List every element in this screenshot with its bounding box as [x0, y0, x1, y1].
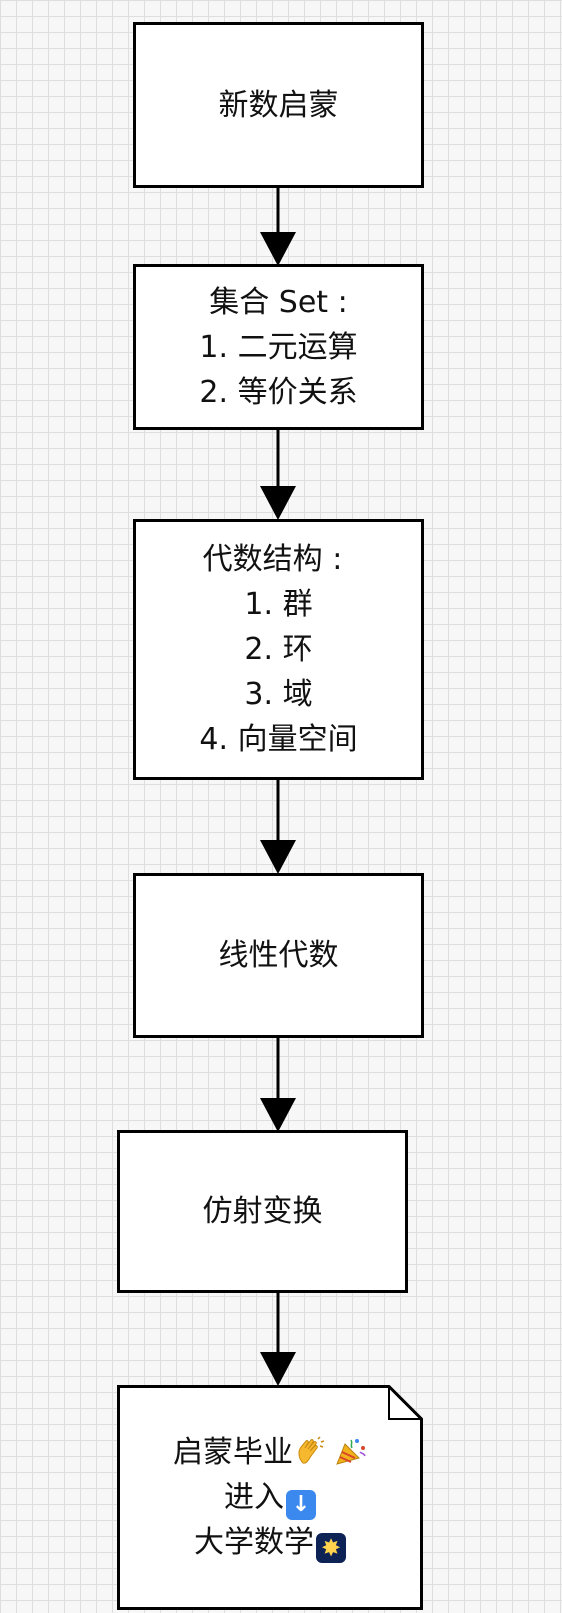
node-algebraic-structures[interactable]: 代数结构 : 1. 群 2. 环 3. 域 4. 向量空间 [133, 519, 424, 780]
node-linear-algebra-label: 线性代数 [218, 938, 339, 973]
node-sets[interactable]: 集合 Set : 1. 二元运算 2. 等价关系 [133, 264, 424, 430]
node-structures-item: 1. 群 [244, 587, 313, 622]
node-structures-title: 代数结构 : [202, 542, 343, 577]
node-structures-item: 2. 环 [244, 632, 313, 667]
graduate-line-3-text: 大学数学 [194, 1525, 314, 1560]
node-linear-algebra[interactable]: 线性代数 [133, 873, 424, 1038]
down-arrow-icon: ↓ [286, 1490, 316, 1520]
node-sets-item: 1. 二元运算 [199, 329, 358, 365]
node-sets-item: 2. 等价关系 [199, 374, 358, 410]
node-affine-label: 仿射变换 [202, 1194, 323, 1229]
node-structures-item: 4. 向量空间 [199, 722, 358, 757]
graduate-line-3: 大学数学✸ [194, 1520, 346, 1565]
graduate-line-1: 启蒙毕业 [173, 1430, 367, 1475]
node-sets-title: 集合 Set : [209, 284, 348, 320]
arrow-linear-to-affine [260, 1036, 296, 1132]
arrow-intro-to-sets [260, 186, 296, 266]
node-intro-label: 新数启蒙 [218, 87, 339, 123]
party-popper-icon [336, 1439, 366, 1465]
node-intro[interactable]: 新数启蒙 [133, 22, 424, 188]
arrow-affine-to-graduate [260, 1291, 296, 1386]
clapping-hands-icon [298, 1436, 325, 1464]
node-structures-item: 3. 域 [244, 677, 313, 712]
arrow-sets-to-structures [260, 428, 296, 520]
node-affine[interactable]: 仿射变换 [117, 1130, 408, 1293]
graduate-line-2-text: 进入 [224, 1480, 284, 1515]
graduate-line-2: 进入↓ [224, 1475, 316, 1520]
graduate-line-1-text: 启蒙毕业 [173, 1435, 293, 1470]
arrow-structures-to-linear [260, 778, 296, 874]
sparkler-icon: ✸ [316, 1533, 346, 1563]
node-graduate-note[interactable]: 启蒙毕业 进入↓ 大学数学✸ [117, 1385, 423, 1610]
